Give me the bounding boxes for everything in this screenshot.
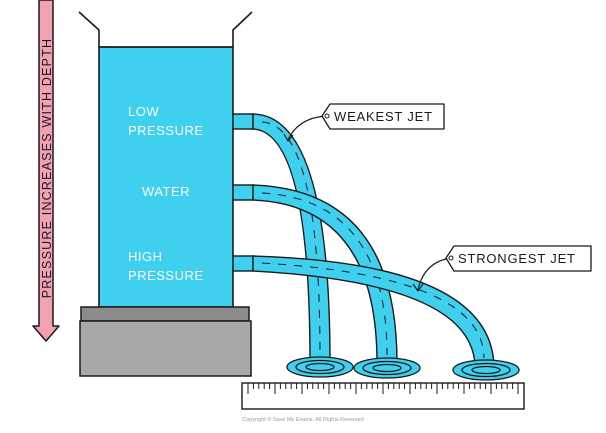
callout-weakest-label: WEAKEST JET bbox=[334, 109, 433, 124]
label-high-line1: HIGH bbox=[128, 249, 163, 264]
jets bbox=[252, 113, 495, 368]
ruler-icon bbox=[241, 382, 525, 410]
splash-pool-3 bbox=[452, 359, 520, 381]
nozzle-top bbox=[232, 113, 254, 130]
callout-strongest-label: STRONGEST JET bbox=[458, 251, 576, 266]
jet-weakest bbox=[252, 113, 331, 363]
callout-strongest: STRONGEST JET bbox=[412, 245, 592, 293]
splash-pools bbox=[286, 356, 520, 381]
copyright-notice: Copyright © Save My Exams. All Rights Re… bbox=[242, 416, 363, 423]
nozzle-middle bbox=[232, 184, 254, 201]
nozzle-bottom bbox=[232, 255, 254, 272]
splash-pool-2 bbox=[353, 357, 421, 379]
outlet-nozzles bbox=[232, 113, 254, 272]
splash-pool-1 bbox=[286, 356, 354, 378]
container-labels: LOW PRESSURE WATER HIGH PRESSURE bbox=[128, 104, 204, 283]
depth-arrow: PRESSURE INCREASES WITH DEPTH bbox=[32, 0, 60, 342]
label-low-line1: LOW bbox=[128, 104, 159, 119]
depth-arrow-label: PRESSURE INCREASES WITH DEPTH bbox=[40, 38, 54, 299]
label-high-line2: PRESSURE bbox=[128, 268, 204, 283]
stand-base bbox=[79, 320, 252, 377]
callout-weakest: WEAKEST JET bbox=[283, 103, 445, 143]
container-rim bbox=[78, 11, 253, 47]
label-water: WATER bbox=[142, 184, 190, 199]
stand-top bbox=[80, 306, 250, 322]
label-low-line2: PRESSURE bbox=[128, 123, 204, 138]
